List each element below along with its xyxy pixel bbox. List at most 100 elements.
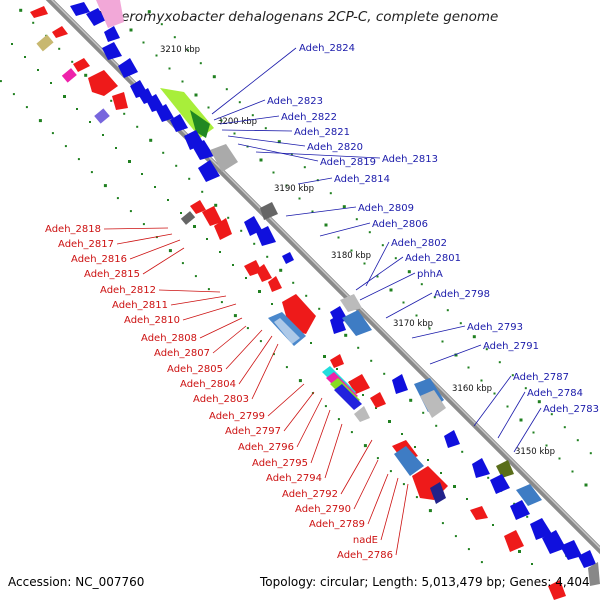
tick-mark: [537, 400, 541, 404]
tick-mark: [324, 405, 327, 408]
gene-label: Adeh_2821: [294, 127, 350, 138]
tick-mark: [368, 231, 371, 234]
tick-mark: [201, 190, 204, 193]
tick-mark: [89, 121, 91, 123]
tick-mark: [168, 67, 171, 70]
tick-mark: [402, 483, 405, 486]
gene-label: Adeh_2816: [71, 254, 127, 265]
reverse-leader-lines: [103, 227, 409, 556]
tick-mark: [116, 197, 119, 200]
tick-mark: [453, 485, 456, 488]
gene-label: Adeh_2801: [405, 253, 461, 264]
tick-mark: [207, 106, 210, 109]
tick-mark: [232, 264, 234, 266]
tick-mark: [415, 496, 418, 499]
tick-mark: [123, 112, 126, 115]
gene-label: Adeh_2789: [309, 519, 365, 530]
tick-mark: [199, 62, 202, 65]
tick-mark: [344, 333, 348, 337]
gene-label: Adeh_2797: [225, 426, 281, 437]
tick-mark: [162, 151, 165, 154]
tick-mark: [64, 145, 67, 148]
gene-arrow: [348, 374, 370, 394]
tick-mark: [63, 95, 66, 98]
tick-mark: [440, 472, 442, 474]
gene-arrow: [560, 540, 582, 560]
reverse-gene-labels: Adeh_2818 Adeh_2817 Adeh_2816 Adeh_2815 …: [45, 224, 393, 561]
tick-mark: [467, 366, 470, 369]
gene-arrow: [170, 114, 188, 132]
tick-mark: [576, 439, 579, 442]
gene-block: [496, 460, 514, 478]
tick-mark: [38, 119, 42, 123]
tick-mark: [461, 450, 464, 453]
tick-mark: [142, 223, 145, 226]
tick-mark: [84, 73, 88, 77]
tick-mark: [298, 379, 302, 383]
tick-mark: [194, 93, 198, 97]
gene-label: Adeh_2787: [513, 372, 569, 383]
gene-arrow: [118, 58, 138, 78]
gene-label: Adeh_2819: [320, 157, 376, 168]
gene-label: Adeh_2798: [434, 289, 490, 300]
tick-mark: [277, 140, 281, 144]
gene-label: Adeh_2817: [58, 239, 114, 250]
tick-mark: [285, 366, 288, 369]
tick-mark: [168, 249, 172, 253]
tick-mark: [0, 80, 2, 83]
gene-label: Adeh_2783: [543, 404, 599, 415]
gene-label: Adeh_2812: [100, 285, 156, 296]
gene-block: [61, 68, 77, 83]
tick-mark: [388, 420, 391, 423]
tick-mark: [381, 244, 384, 247]
gene-arrow: [490, 474, 510, 494]
tick-mark: [212, 75, 216, 79]
tick-mark: [103, 184, 107, 188]
tick-mark: [394, 257, 397, 260]
tick-mark: [115, 147, 117, 149]
tick-mark: [545, 444, 548, 447]
tick-mark: [526, 515, 529, 518]
tick-mark: [266, 255, 269, 258]
scale-label: 3160 kbp: [452, 384, 492, 394]
tick-mark: [428, 327, 431, 330]
gene-block: [420, 390, 446, 418]
tick-mark: [160, 23, 163, 26]
tick-mark: [363, 444, 367, 448]
gene-arrow: [392, 374, 408, 394]
gene-label: Adeh_2792: [282, 489, 338, 500]
tick-mark: [175, 164, 178, 167]
gene-arrow: [330, 314, 346, 334]
gene-arrow: [530, 518, 552, 540]
tick-mark: [305, 294, 308, 297]
gene-label: Adeh_2795: [252, 458, 308, 469]
gene-arrow: [192, 140, 214, 160]
tick-mark: [58, 47, 61, 50]
tick-mark: [193, 225, 196, 228]
gene-label: Adeh_2790: [295, 504, 351, 515]
tick-mark: [389, 470, 392, 473]
tick-mark: [102, 134, 104, 136]
tick-mark: [493, 392, 496, 395]
scale-label: 3210 kbp: [160, 45, 200, 55]
tick-mark: [303, 166, 306, 169]
gene-label: Adeh_2796: [238, 442, 294, 453]
tick-mark: [466, 498, 468, 500]
tick-mark: [259, 158, 263, 162]
tick-mark: [401, 433, 403, 435]
scale-label: 3150 kbp: [515, 447, 555, 457]
tick-mark: [454, 535, 457, 538]
forward-leader-lines: [211, 47, 542, 453]
tick-mark: [290, 153, 293, 156]
tick-mark: [220, 301, 223, 304]
gene-label: Adeh_2799: [209, 411, 265, 422]
tick-mark: [51, 132, 54, 135]
tick-mark: [240, 229, 243, 232]
tick-mark: [271, 303, 273, 305]
tick-mark: [485, 348, 488, 351]
tick-mark: [336, 368, 338, 370]
gene-label: Adeh_2823: [267, 96, 323, 107]
reverse-strand-genes: [30, 6, 566, 600]
tick-mark: [459, 322, 462, 325]
